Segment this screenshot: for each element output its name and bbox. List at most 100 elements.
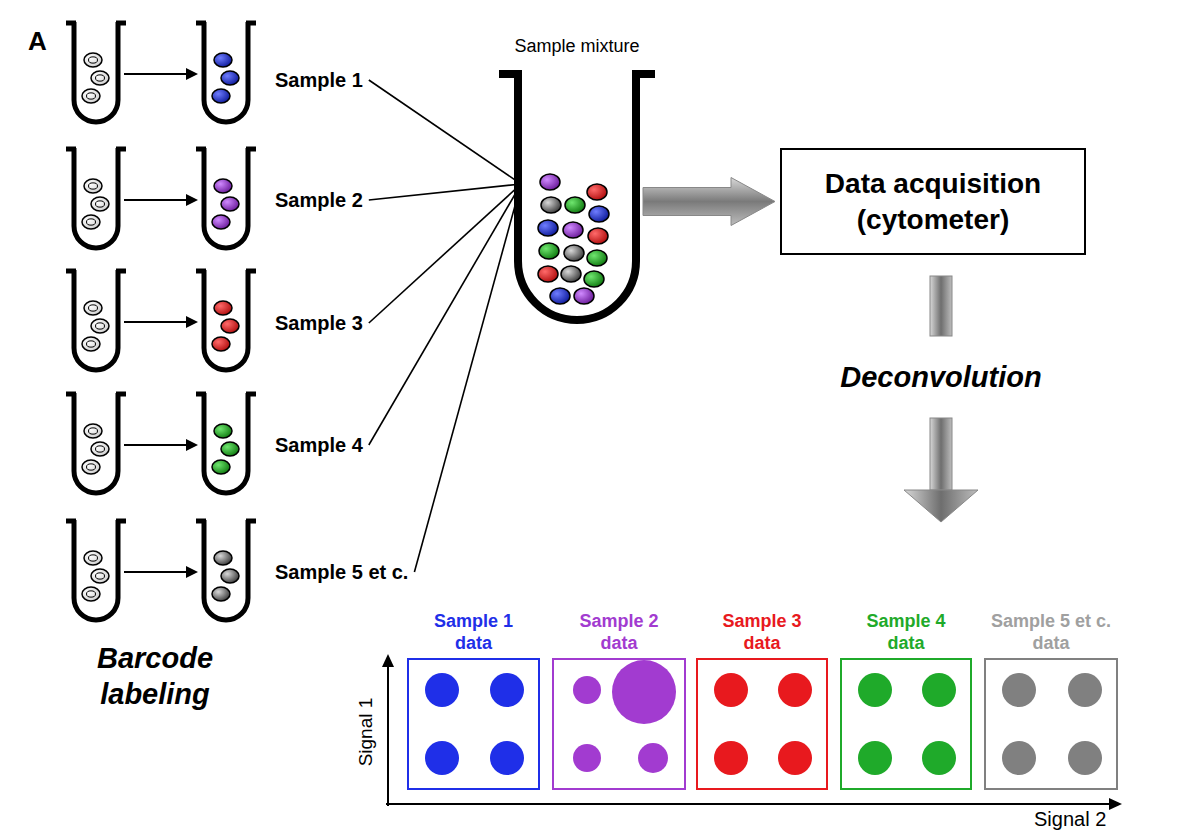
cell xyxy=(587,184,607,200)
test-tube xyxy=(74,148,118,248)
dot-plot xyxy=(840,658,972,790)
cell xyxy=(82,337,100,351)
sample-data-panel: Sample 2 data xyxy=(552,592,686,791)
cell xyxy=(588,228,608,244)
step-arrow-head xyxy=(186,439,198,451)
cell-nucleus xyxy=(89,428,98,434)
pool-line xyxy=(369,184,521,445)
step-arrow xyxy=(124,73,188,75)
sample-data-panel: Sample 3 data xyxy=(696,592,828,791)
population-dot xyxy=(714,741,748,775)
cell xyxy=(84,301,102,315)
cell xyxy=(212,587,230,601)
axis-label: Signal 2 xyxy=(1034,808,1106,831)
population-dot xyxy=(778,741,812,775)
population-dot xyxy=(490,741,524,775)
tube-rim xyxy=(116,392,126,397)
population-dot xyxy=(573,744,601,772)
cell xyxy=(214,424,232,438)
tube-rim xyxy=(116,269,126,274)
population-dot xyxy=(1068,673,1102,707)
tube-rim xyxy=(246,21,256,26)
cell xyxy=(212,337,230,351)
step-arrow-head xyxy=(186,316,198,328)
test-tube xyxy=(204,393,248,493)
panel-letter: A xyxy=(28,26,47,57)
panel-heading: Sample 5 et c. data xyxy=(981,610,1121,654)
tube-rim xyxy=(66,519,76,524)
cell xyxy=(587,250,607,266)
y-axis xyxy=(387,664,389,806)
panel-heading-holder: Sample 1 data xyxy=(401,592,546,654)
cell xyxy=(589,206,609,222)
cell xyxy=(563,222,583,238)
axis-label: Signal 1 xyxy=(355,698,377,767)
population-dot xyxy=(425,741,459,775)
dot-plot xyxy=(552,658,686,790)
population-dot xyxy=(714,673,748,707)
step-arrow xyxy=(124,199,188,201)
population-dot xyxy=(1002,673,1036,707)
process-box: Data acquisition (cytometer) xyxy=(780,148,1086,255)
cell-nucleus xyxy=(96,446,105,452)
panel-heading-holder: Sample 3 data xyxy=(690,592,834,654)
cell xyxy=(564,245,584,261)
cell xyxy=(84,424,102,438)
step-arrow xyxy=(124,321,188,323)
test-tube xyxy=(204,270,248,370)
panel-frame xyxy=(407,658,540,790)
population-dot xyxy=(858,741,892,775)
population-dot xyxy=(858,673,892,707)
test-tube xyxy=(518,72,636,320)
dot-plot xyxy=(696,658,828,790)
tube-rim xyxy=(66,392,76,397)
cell xyxy=(91,319,109,333)
cell xyxy=(91,569,109,583)
cell xyxy=(565,197,585,213)
tube-rim xyxy=(246,147,256,152)
cell-nucleus xyxy=(96,323,105,329)
sample-mixture-tube: Sample mixture xyxy=(497,30,657,326)
panel-heading: Sample 3 data xyxy=(712,610,812,654)
step-arrow xyxy=(124,444,188,446)
cell-nucleus xyxy=(87,219,96,225)
tube-rim xyxy=(196,269,206,274)
tube-heading: Sample mixture xyxy=(514,36,639,57)
step-arrow-head xyxy=(186,68,198,80)
test-tube xyxy=(74,22,118,122)
test-tube xyxy=(204,22,248,122)
population-dot xyxy=(425,673,459,707)
flow-arrow-head xyxy=(904,490,978,522)
cell-nucleus xyxy=(87,93,96,99)
cell-nucleus xyxy=(87,341,96,347)
cell xyxy=(82,215,100,229)
cell xyxy=(212,460,230,474)
panel-frame xyxy=(840,658,972,790)
pool-line xyxy=(414,184,521,572)
tube-outline xyxy=(497,30,657,326)
sample-label: Sample 3 xyxy=(275,312,363,335)
cell xyxy=(221,569,239,583)
population-dot xyxy=(612,660,676,724)
cell xyxy=(84,551,102,565)
panel-heading-holder: Sample 4 data xyxy=(834,592,978,654)
tube-rim xyxy=(196,147,206,152)
flow-arrow xyxy=(643,178,775,226)
step-arrow-head xyxy=(186,566,198,578)
box-label: Data acquisition (cytometer) xyxy=(794,166,1072,238)
cell-nucleus xyxy=(96,75,105,81)
cell xyxy=(91,442,109,456)
population-dot xyxy=(1002,741,1036,775)
cell xyxy=(212,215,230,229)
cell-nucleus xyxy=(96,201,105,207)
tube-rim xyxy=(246,519,256,524)
cell xyxy=(541,197,561,213)
tube-rim xyxy=(246,269,256,274)
sample-data-panel: Sample 5 et c. data xyxy=(984,592,1118,791)
population-dot xyxy=(1068,741,1102,775)
tube-rim xyxy=(632,70,655,78)
cell xyxy=(214,301,232,315)
cell xyxy=(84,179,102,193)
cell xyxy=(91,197,109,211)
tube-rim xyxy=(66,21,76,26)
